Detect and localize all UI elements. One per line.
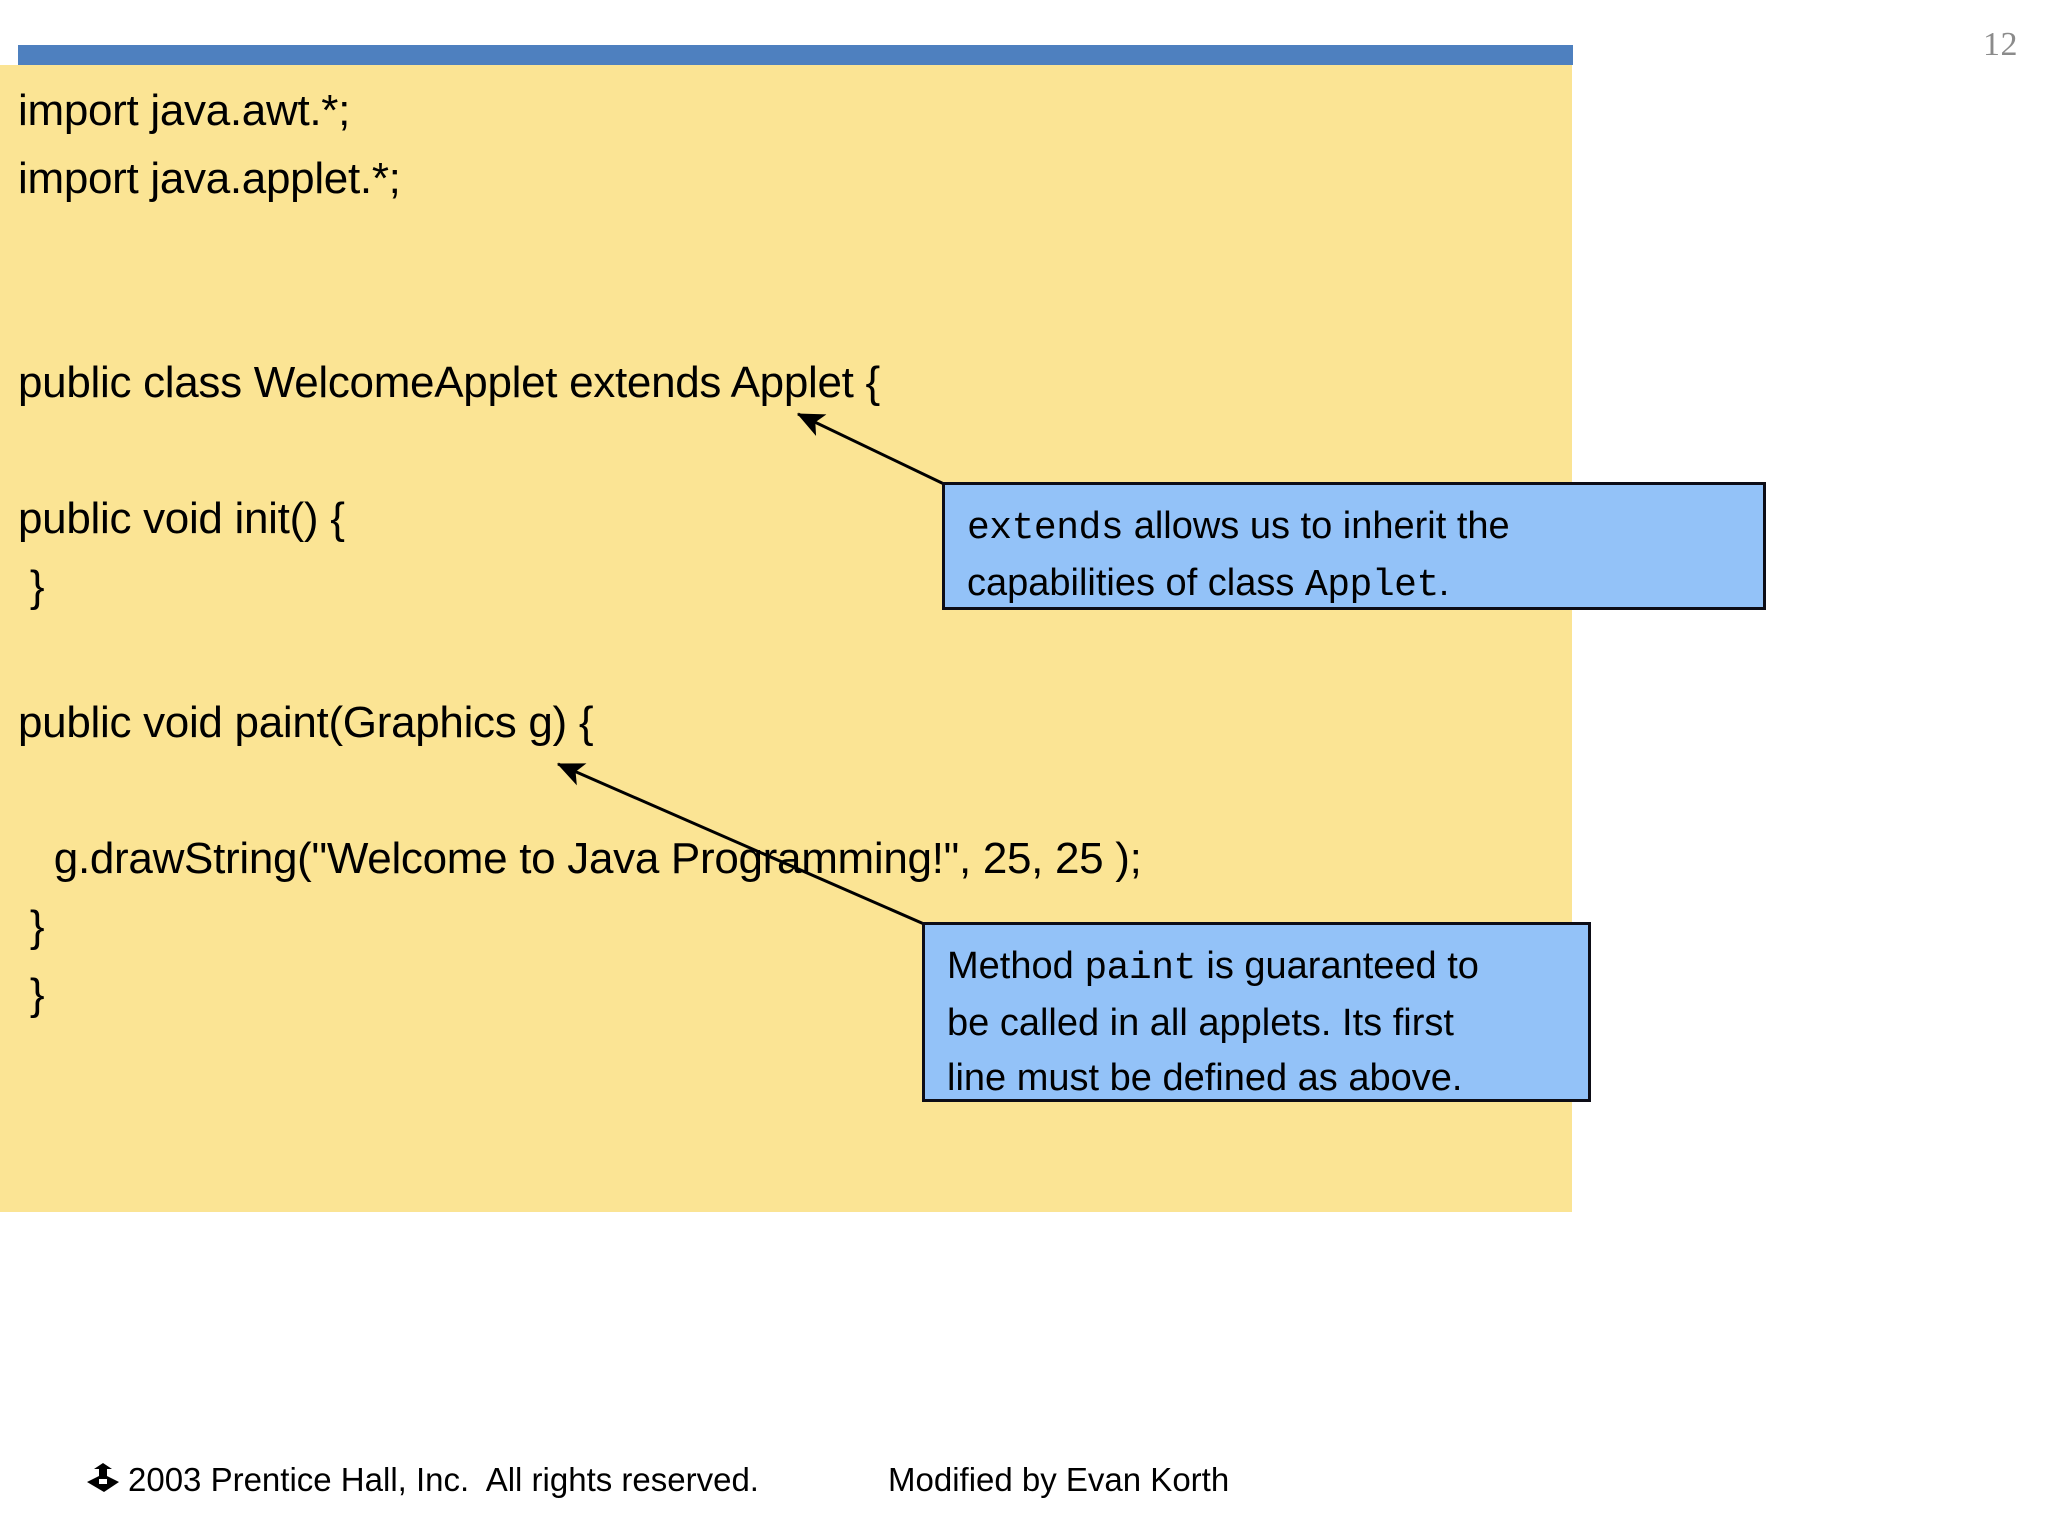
code-line-blank <box>18 281 1558 349</box>
callout-paint-line2: be called in all applets. Its first <box>947 1002 1454 1044</box>
keyword-extends: extends <box>967 507 1124 550</box>
callout-paint-line1-post: is guaranteed to <box>1195 945 1479 987</box>
code-line: public class WelcomeApplet extends Apple… <box>18 358 880 407</box>
code-line: public void init() { <box>18 494 345 543</box>
code-line-blank <box>18 417 1558 485</box>
code-line: g.drawString("Welcome to Java Programmin… <box>18 834 1142 883</box>
code-line: import java.applet.*; <box>18 154 401 203</box>
footer-copyright: 2003 Prentice Hall, Inc. All rights rese… <box>128 1461 759 1498</box>
code-line: import java.awt.*; <box>18 86 351 135</box>
code-line: public void paint(Graphics g) { <box>18 698 594 747</box>
code-line: } <box>18 562 45 611</box>
method-paint: paint <box>1084 947 1196 990</box>
callout-extends: extends allows us to inherit the capabil… <box>942 482 1766 610</box>
code-line-blank <box>18 621 1558 689</box>
code-line-blank <box>18 213 1558 281</box>
callout-paint: Method paint is guaranteed to be called … <box>922 922 1591 1102</box>
callout-paint-line3: line must be defined as above. <box>947 1057 1463 1099</box>
code-line: } <box>18 970 45 1019</box>
code-line-blank <box>18 757 1558 825</box>
slide-footer: 2003 Prentice Hall, Inc. All rights rese… <box>0 1460 2048 1508</box>
callout-extends-line1-rest: allows us to inherit the <box>1123 505 1510 547</box>
code-listing: import java.awt.*; import java.applet.*;… <box>18 77 1558 1029</box>
callout-extends-line2: capabilities of class Applet. <box>967 556 1745 613</box>
footer-modified-by: Modified by Evan Korth <box>888 1461 1230 1498</box>
slide-number: 12 <box>1983 26 2018 63</box>
top-accent-bar <box>18 45 1573 65</box>
callout-paint-line1-pre: Method <box>947 945 1085 987</box>
callout-extends-line1: extends allows us to inherit the <box>967 499 1745 556</box>
callout-extends-line2-pre: capabilities of class <box>967 562 1305 604</box>
code-panel: import java.awt.*; import java.applet.*;… <box>0 65 1572 1212</box>
prentice-hall-logo-icon <box>87 1463 119 1492</box>
callout-extends-line2-post: . <box>1438 562 1450 604</box>
classname-applet: Applet <box>1304 564 1439 607</box>
callout-paint-line1: Method paint is guaranteed to <box>947 939 1570 996</box>
code-line: } <box>18 902 45 951</box>
